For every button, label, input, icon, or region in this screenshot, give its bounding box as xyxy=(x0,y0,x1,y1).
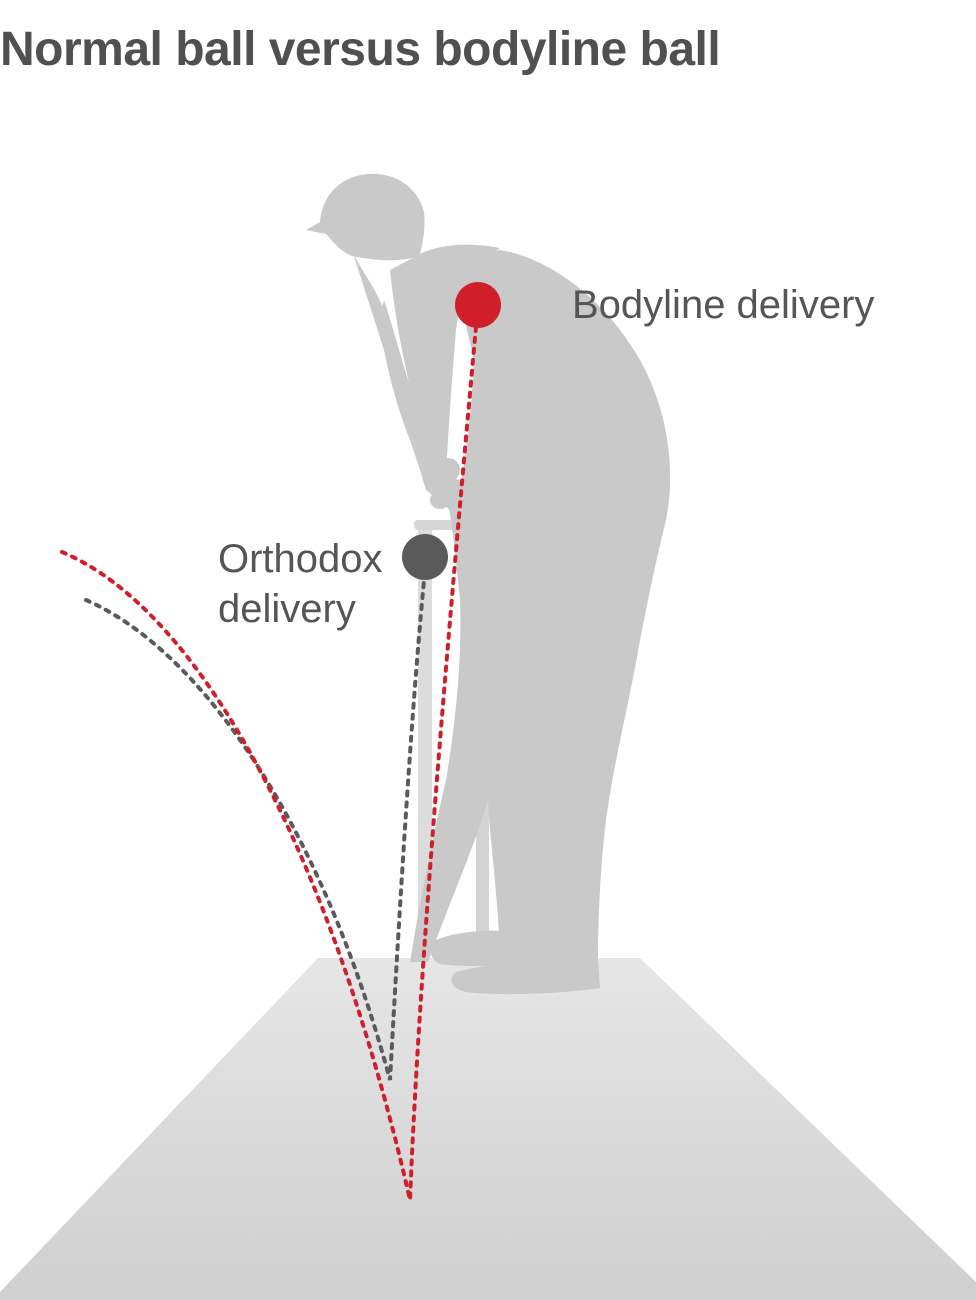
batsman-silhouette-icon xyxy=(306,173,671,995)
bodyline-trajectory xyxy=(60,303,480,1201)
orthodox-trajectory xyxy=(84,558,428,1081)
bodyline-ball xyxy=(455,282,501,328)
orthodox-label-line1: Orthodox xyxy=(218,537,383,581)
pitch xyxy=(0,958,976,1300)
orthodox-ball xyxy=(402,534,448,580)
page-title: Normal ball versus bodyline ball xyxy=(0,23,721,76)
bodyline-label: Bodyline delivery xyxy=(572,283,874,327)
orthodox-label-line2: delivery xyxy=(218,587,356,631)
